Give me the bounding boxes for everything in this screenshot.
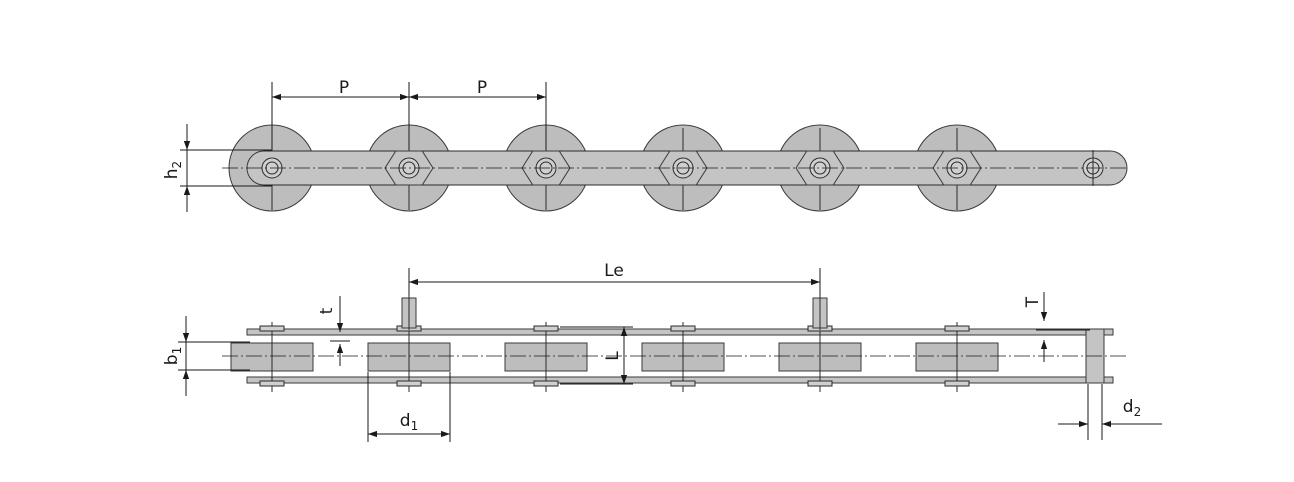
pin-diameter-label: d2 (1123, 397, 1141, 419)
top-view (222, 124, 1128, 212)
side-pin-head-lower-4 (670, 380, 696, 387)
side-pin-head-upper-6 (944, 325, 970, 332)
extended-pitch-dimension: Le (408, 261, 821, 296)
side-pin-head-upper-3 (533, 325, 559, 332)
roller-height-label: h2 (162, 161, 184, 179)
roller-height-dimension: h2 (162, 124, 272, 212)
roller-diameter-label: d1 (400, 411, 418, 433)
side-pin-head-upper-1 (259, 325, 285, 332)
attachment-thickness-label: T (1023, 296, 1043, 308)
side-pin-head-upper-4 (670, 325, 696, 332)
side-pin-head-lower-6 (944, 380, 970, 387)
side-pin-head-lower-1 (259, 380, 285, 387)
attachment-thickness-dimension: T (1023, 292, 1090, 362)
pin-length-label: L (603, 351, 623, 361)
inner-width-dimension: b1 (162, 316, 250, 396)
pitch-label-2: P (477, 78, 487, 98)
side-view (222, 296, 1128, 392)
inner-width-label: b1 (162, 347, 184, 365)
extended-pitch-label: Le (604, 261, 624, 281)
side-pin-head-lower-5 (807, 380, 833, 387)
pitch-dimension: P P (271, 78, 547, 150)
top-rollers (228, 124, 1001, 212)
side-pin-head-lower-3 (533, 380, 559, 387)
pin-length-dimension: L (560, 326, 633, 385)
plate-thickness-label: t (317, 307, 337, 314)
side-pin-head-lower-2 (396, 380, 422, 387)
pitch-label-1: P (339, 78, 349, 98)
side-rollers (230, 322, 999, 392)
plate-thickness-dimension: t (317, 296, 350, 366)
roller-diameter-dimension: d1 (367, 372, 451, 442)
side-pins (259, 296, 970, 387)
pin-diameter-dimension: d2 (1058, 384, 1162, 440)
